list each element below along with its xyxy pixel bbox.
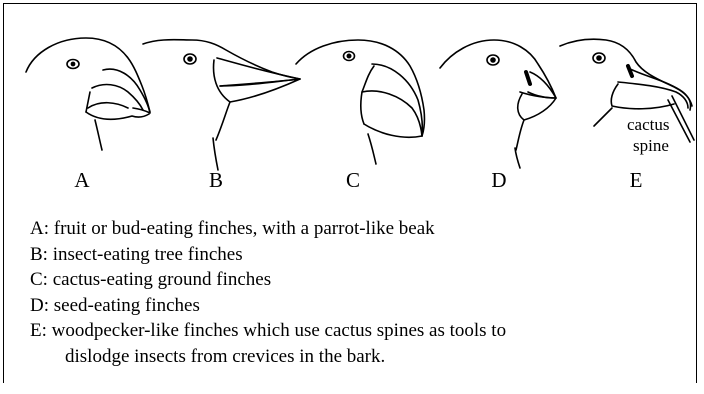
beak-upper-d xyxy=(528,72,556,98)
legend-key: B: xyxy=(30,244,48,265)
beak-culmen-d xyxy=(526,72,530,84)
legend-row-c: C: cactus-eating ground finches xyxy=(30,267,506,293)
head-outline-c xyxy=(296,40,424,136)
neck-d xyxy=(515,148,520,168)
beak-lower-d xyxy=(520,92,556,120)
cactus-label-line1: cactus xyxy=(627,115,669,134)
legend-key: A: xyxy=(30,218,49,239)
legend-text-continuation: dislodge insects from crevices in the ba… xyxy=(30,344,506,370)
beak-lower-c xyxy=(362,91,422,136)
cactus-label-line2: spine xyxy=(633,136,669,155)
letter-d: D xyxy=(484,168,514,192)
neck-a xyxy=(95,120,102,150)
head-outline-d xyxy=(440,40,556,98)
gape-c xyxy=(361,66,374,124)
cactus-spine-inner xyxy=(668,100,690,142)
legend-key: D: xyxy=(30,295,49,316)
letter-a: A xyxy=(67,168,97,192)
neck-e xyxy=(594,108,612,126)
legend-text: woodpecker-like finches which use cactus… xyxy=(52,320,506,341)
throat-b xyxy=(214,60,230,140)
beak-lower-e xyxy=(618,82,688,108)
beak-culmen-e xyxy=(628,66,632,76)
legend-row-e: E: woodpecker-like finches which use cac… xyxy=(30,318,506,369)
gape-a xyxy=(86,92,90,112)
beak-mid-a xyxy=(88,103,128,108)
letter-e: E xyxy=(621,168,651,192)
throat-c xyxy=(364,124,422,137)
throat-a xyxy=(86,112,149,119)
finch-head-b xyxy=(143,40,300,170)
legend-row-d: D: seed-eating finches xyxy=(30,293,506,319)
legend-row-a: A: fruit or bud-eating finches, with a p… xyxy=(30,216,506,242)
neck-b xyxy=(213,138,218,170)
beak-lower-a xyxy=(92,85,143,110)
legend: A: fruit or bud-eating finches, with a p… xyxy=(30,216,506,369)
legend-text: seed-eating finches xyxy=(54,295,200,316)
letter-c: C xyxy=(338,168,368,192)
throat-d xyxy=(516,94,524,150)
beak-upper-e xyxy=(628,68,691,110)
beak-upper-b xyxy=(217,58,300,86)
finch-head-c xyxy=(296,40,424,164)
finch-head-a xyxy=(26,38,150,150)
legend-text: cactus-eating ground finches xyxy=(53,269,271,290)
legend-key: E: xyxy=(30,320,47,341)
throat-e xyxy=(611,84,674,109)
legend-row-b: B: insect-eating tree finches xyxy=(30,242,506,268)
legend-text: insect-eating tree finches xyxy=(53,244,243,265)
finch-head-d xyxy=(440,40,556,168)
legend-key: C: xyxy=(30,269,48,290)
legend-text: fruit or bud-eating finches, with a parr… xyxy=(54,218,435,239)
letter-b: B xyxy=(201,168,231,192)
neck-c xyxy=(368,134,376,164)
